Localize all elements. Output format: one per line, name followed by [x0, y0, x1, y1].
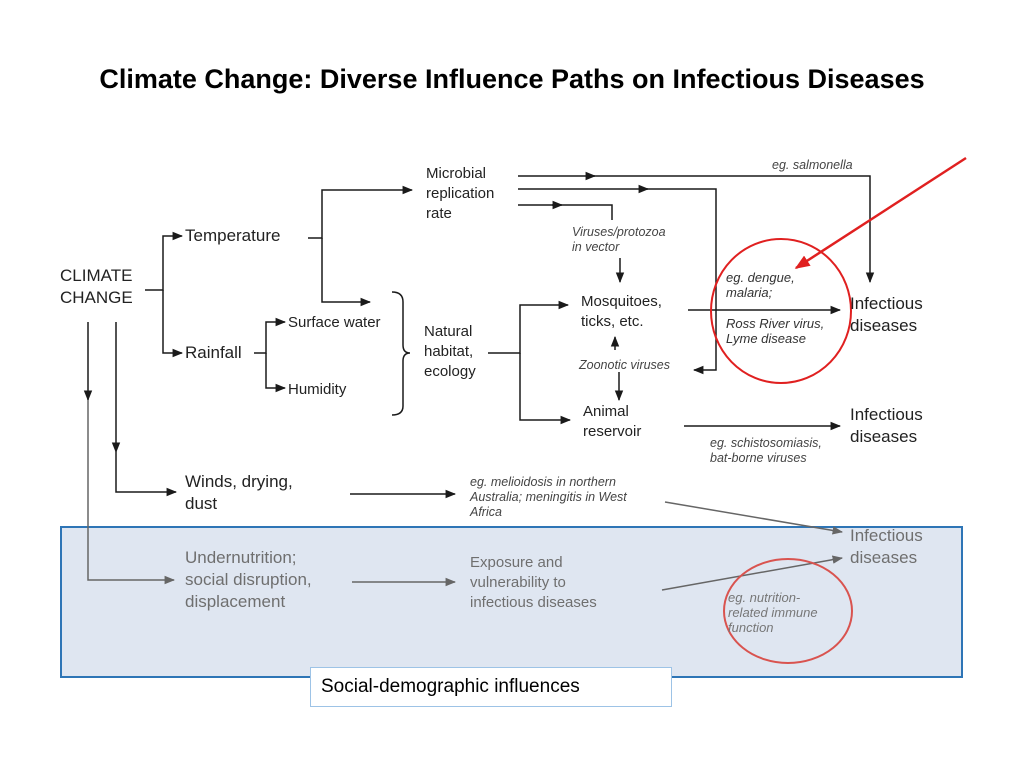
- arrow-to-microbial: [308, 185, 414, 239]
- nutrition-immune-note: eg. nutrition- related immune function: [728, 590, 818, 635]
- rainfall-label: Rainfall: [185, 343, 242, 362]
- arrow-to-winds: [115, 452, 178, 497]
- melioidosis-note: eg. melioidosis in northern Australia; m…: [470, 475, 627, 519]
- winds-drying-dust-label: Winds, drying, dust: [185, 472, 293, 513]
- mosquitoes-label: Mosquitoes, ticks, etc.: [581, 293, 662, 330]
- microbial-replication-label: Microbial replication rate: [426, 165, 495, 222]
- highlight-circle: [710, 238, 852, 384]
- climate-change-label: CLIMATE CHANGE: [60, 266, 133, 307]
- surface-water-label: Surface water: [288, 314, 381, 331]
- schistosomiasis-note: eg. schistosomiasis, bat-borne viruses: [710, 436, 822, 465]
- salmonella-note: eg. salmonella: [772, 158, 853, 172]
- social-demographic-label: Social-demographic influences: [310, 667, 672, 707]
- social-demographic-box: [60, 526, 963, 678]
- temperature-label: Temperature: [185, 226, 281, 245]
- ross-river-note: Ross River virus, Lyme disease: [726, 316, 825, 346]
- infectious-diseases-3: Infectious diseases: [850, 526, 923, 567]
- arrow-to-temperature: [145, 231, 184, 291]
- viruses-protozoa-note: Viruses/protozoa in vector: [572, 225, 666, 254]
- animal-reservoir-label: Animal reservoir: [583, 403, 642, 440]
- page-title: Climate Change: Diverse Influence Paths …: [99, 64, 925, 94]
- zoonotic-viruses-note: Zoonotic viruses: [579, 358, 671, 372]
- natural-habitat-label: Natural habitat, ecology: [424, 323, 476, 380]
- red-pointer-arrow: [794, 156, 967, 270]
- infectious-diseases-1: Infectious diseases: [850, 294, 923, 335]
- infectious-diseases-2: Infectious diseases: [850, 405, 923, 446]
- undernutrition-label: Undernutrition; social disruption, displ…: [185, 548, 312, 611]
- arrow-to-rainfall: [162, 290, 184, 358]
- highlight-circle-faded: [723, 558, 853, 664]
- humidity-label: Humidity: [288, 381, 347, 398]
- dengue-note: eg. dengue, malaria;: [726, 270, 795, 300]
- exposure-vulnerability-label: Exposure and vulnerability to infectious…: [470, 554, 597, 611]
